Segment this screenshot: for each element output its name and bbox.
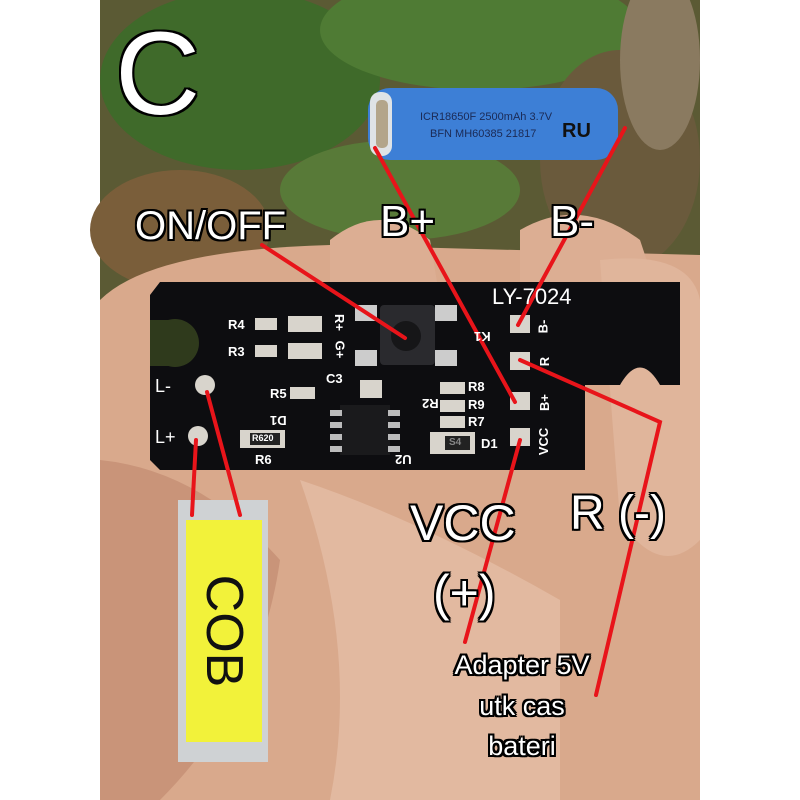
- silk-r6: R6: [255, 452, 272, 467]
- label-r-minus: R (-): [570, 487, 666, 540]
- silk-b-plus: B+: [536, 394, 552, 411]
- silk-r3: R3: [228, 344, 245, 359]
- label-cob: COB: [195, 574, 253, 688]
- pcb-model: LY-7024: [492, 284, 572, 309]
- label-adapter-1: Adapter 5V: [454, 650, 590, 680]
- silk-r-plus: R+: [331, 314, 347, 331]
- silk-r2: R2: [422, 396, 439, 411]
- line-b-minus: [516, 126, 627, 327]
- silk-r4: R4: [228, 317, 245, 332]
- line-l-minus: [205, 390, 242, 517]
- silk-r8: R8: [468, 379, 485, 394]
- silk-g-plus: G+: [332, 340, 348, 359]
- annotation-lines: [190, 126, 663, 697]
- silk-d1-left: D1: [270, 413, 287, 428]
- label-adapter-2: utk cas: [479, 691, 565, 721]
- battery-text-2: BFN MH60385 21817: [430, 128, 536, 140]
- silk-l-minus: L-: [155, 376, 172, 396]
- label-vcc-sign: (+): [433, 565, 496, 621]
- silk-r9: R9: [468, 397, 485, 412]
- battery-text-1: ICR18650F 2500mAh 3.7V: [420, 111, 553, 123]
- silk-l-plus: L+: [155, 427, 176, 447]
- label-adapter-3: bateri: [488, 731, 556, 761]
- silk-u2: U2: [395, 452, 412, 467]
- silk-d1: D1: [481, 436, 498, 451]
- line-r-minus: [518, 358, 663, 697]
- label-vcc: VCC: [410, 495, 516, 551]
- battery: ICR18650F 2500mAh 3.7V BFN MH60385 21817…: [368, 88, 618, 160]
- silk-b-minus: B-: [535, 319, 551, 334]
- pcb-board: [150, 282, 680, 470]
- line-vcc: [463, 438, 522, 644]
- silk-r5: R5: [270, 386, 287, 401]
- line-b-plus: [373, 146, 517, 404]
- silk-k1: K1: [474, 329, 491, 344]
- silk-r620: R620: [252, 433, 274, 443]
- silk-s4: S4: [449, 437, 462, 448]
- label-on-off: ON/OFF: [135, 204, 287, 248]
- label-b-plus: B+: [380, 197, 436, 246]
- silk-r7: R7: [468, 414, 485, 429]
- line-l-plus: [190, 438, 198, 517]
- label-b-minus: B-: [550, 197, 594, 246]
- ul-mark: RU: [562, 120, 591, 142]
- panel-letter: C: [115, 8, 201, 140]
- silk-c3: C3: [326, 371, 343, 386]
- silk-vcc: VCC: [536, 427, 552, 456]
- silk-r: R: [537, 356, 553, 367]
- cob-led-strip: [178, 500, 268, 762]
- line-on-off: [260, 243, 407, 340]
